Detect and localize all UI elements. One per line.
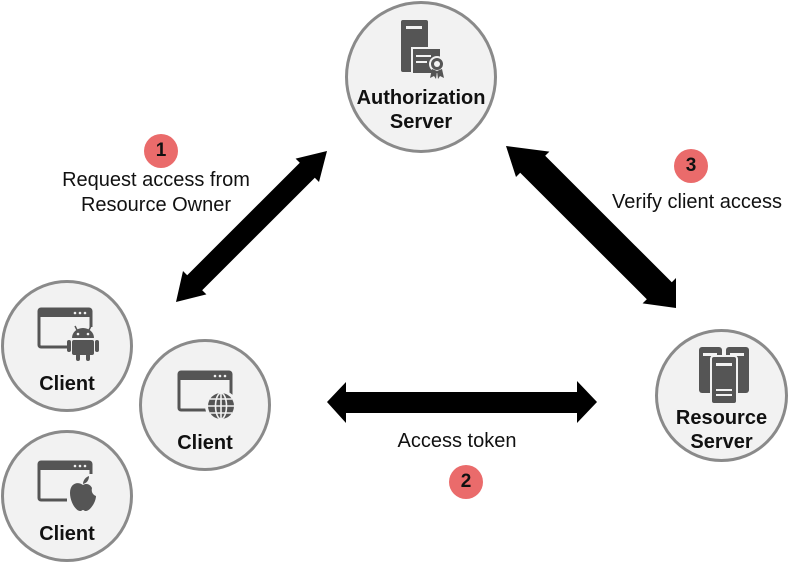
step-2-badge: 2 xyxy=(449,465,483,499)
client-web-label: Client xyxy=(177,432,233,454)
step-3-text: Verify client access xyxy=(611,191,783,213)
client-web-node: Client xyxy=(139,339,271,471)
arrow-client-authorization xyxy=(176,151,327,302)
authorization-server-label-2: Server xyxy=(389,111,453,133)
arrow-client-resource xyxy=(327,381,597,423)
server-rack-icon xyxy=(699,347,749,405)
step-1-text-line-2: Resource Owner xyxy=(80,194,232,216)
step-1-text: Request access from Resource Owner xyxy=(40,168,272,218)
resource-server-label-1: Resource xyxy=(675,407,768,429)
web-window-icon xyxy=(177,370,237,422)
step-1-badge: 1 xyxy=(144,134,178,168)
arrow-authorization-resource xyxy=(506,146,676,308)
step-3-badge: 3 xyxy=(674,149,708,183)
client-apple-node: Client xyxy=(1,430,133,562)
client-android-node: Client xyxy=(1,280,133,412)
client-android-label: Client xyxy=(39,373,95,395)
server-certificate-icon xyxy=(401,20,445,79)
android-window-icon xyxy=(37,307,99,361)
step-2-text: Access token xyxy=(397,430,517,452)
authorization-server-label-1: Authorization xyxy=(356,87,486,109)
step-1-text-line-1: Request access from xyxy=(62,169,250,191)
authorization-server-node: Authorization Server xyxy=(345,1,497,153)
apple-window-icon xyxy=(37,460,99,514)
client-apple-label: Client xyxy=(39,523,95,545)
resource-server-label-2: Server xyxy=(690,431,753,453)
resource-server-node: Resource Server xyxy=(655,329,788,462)
